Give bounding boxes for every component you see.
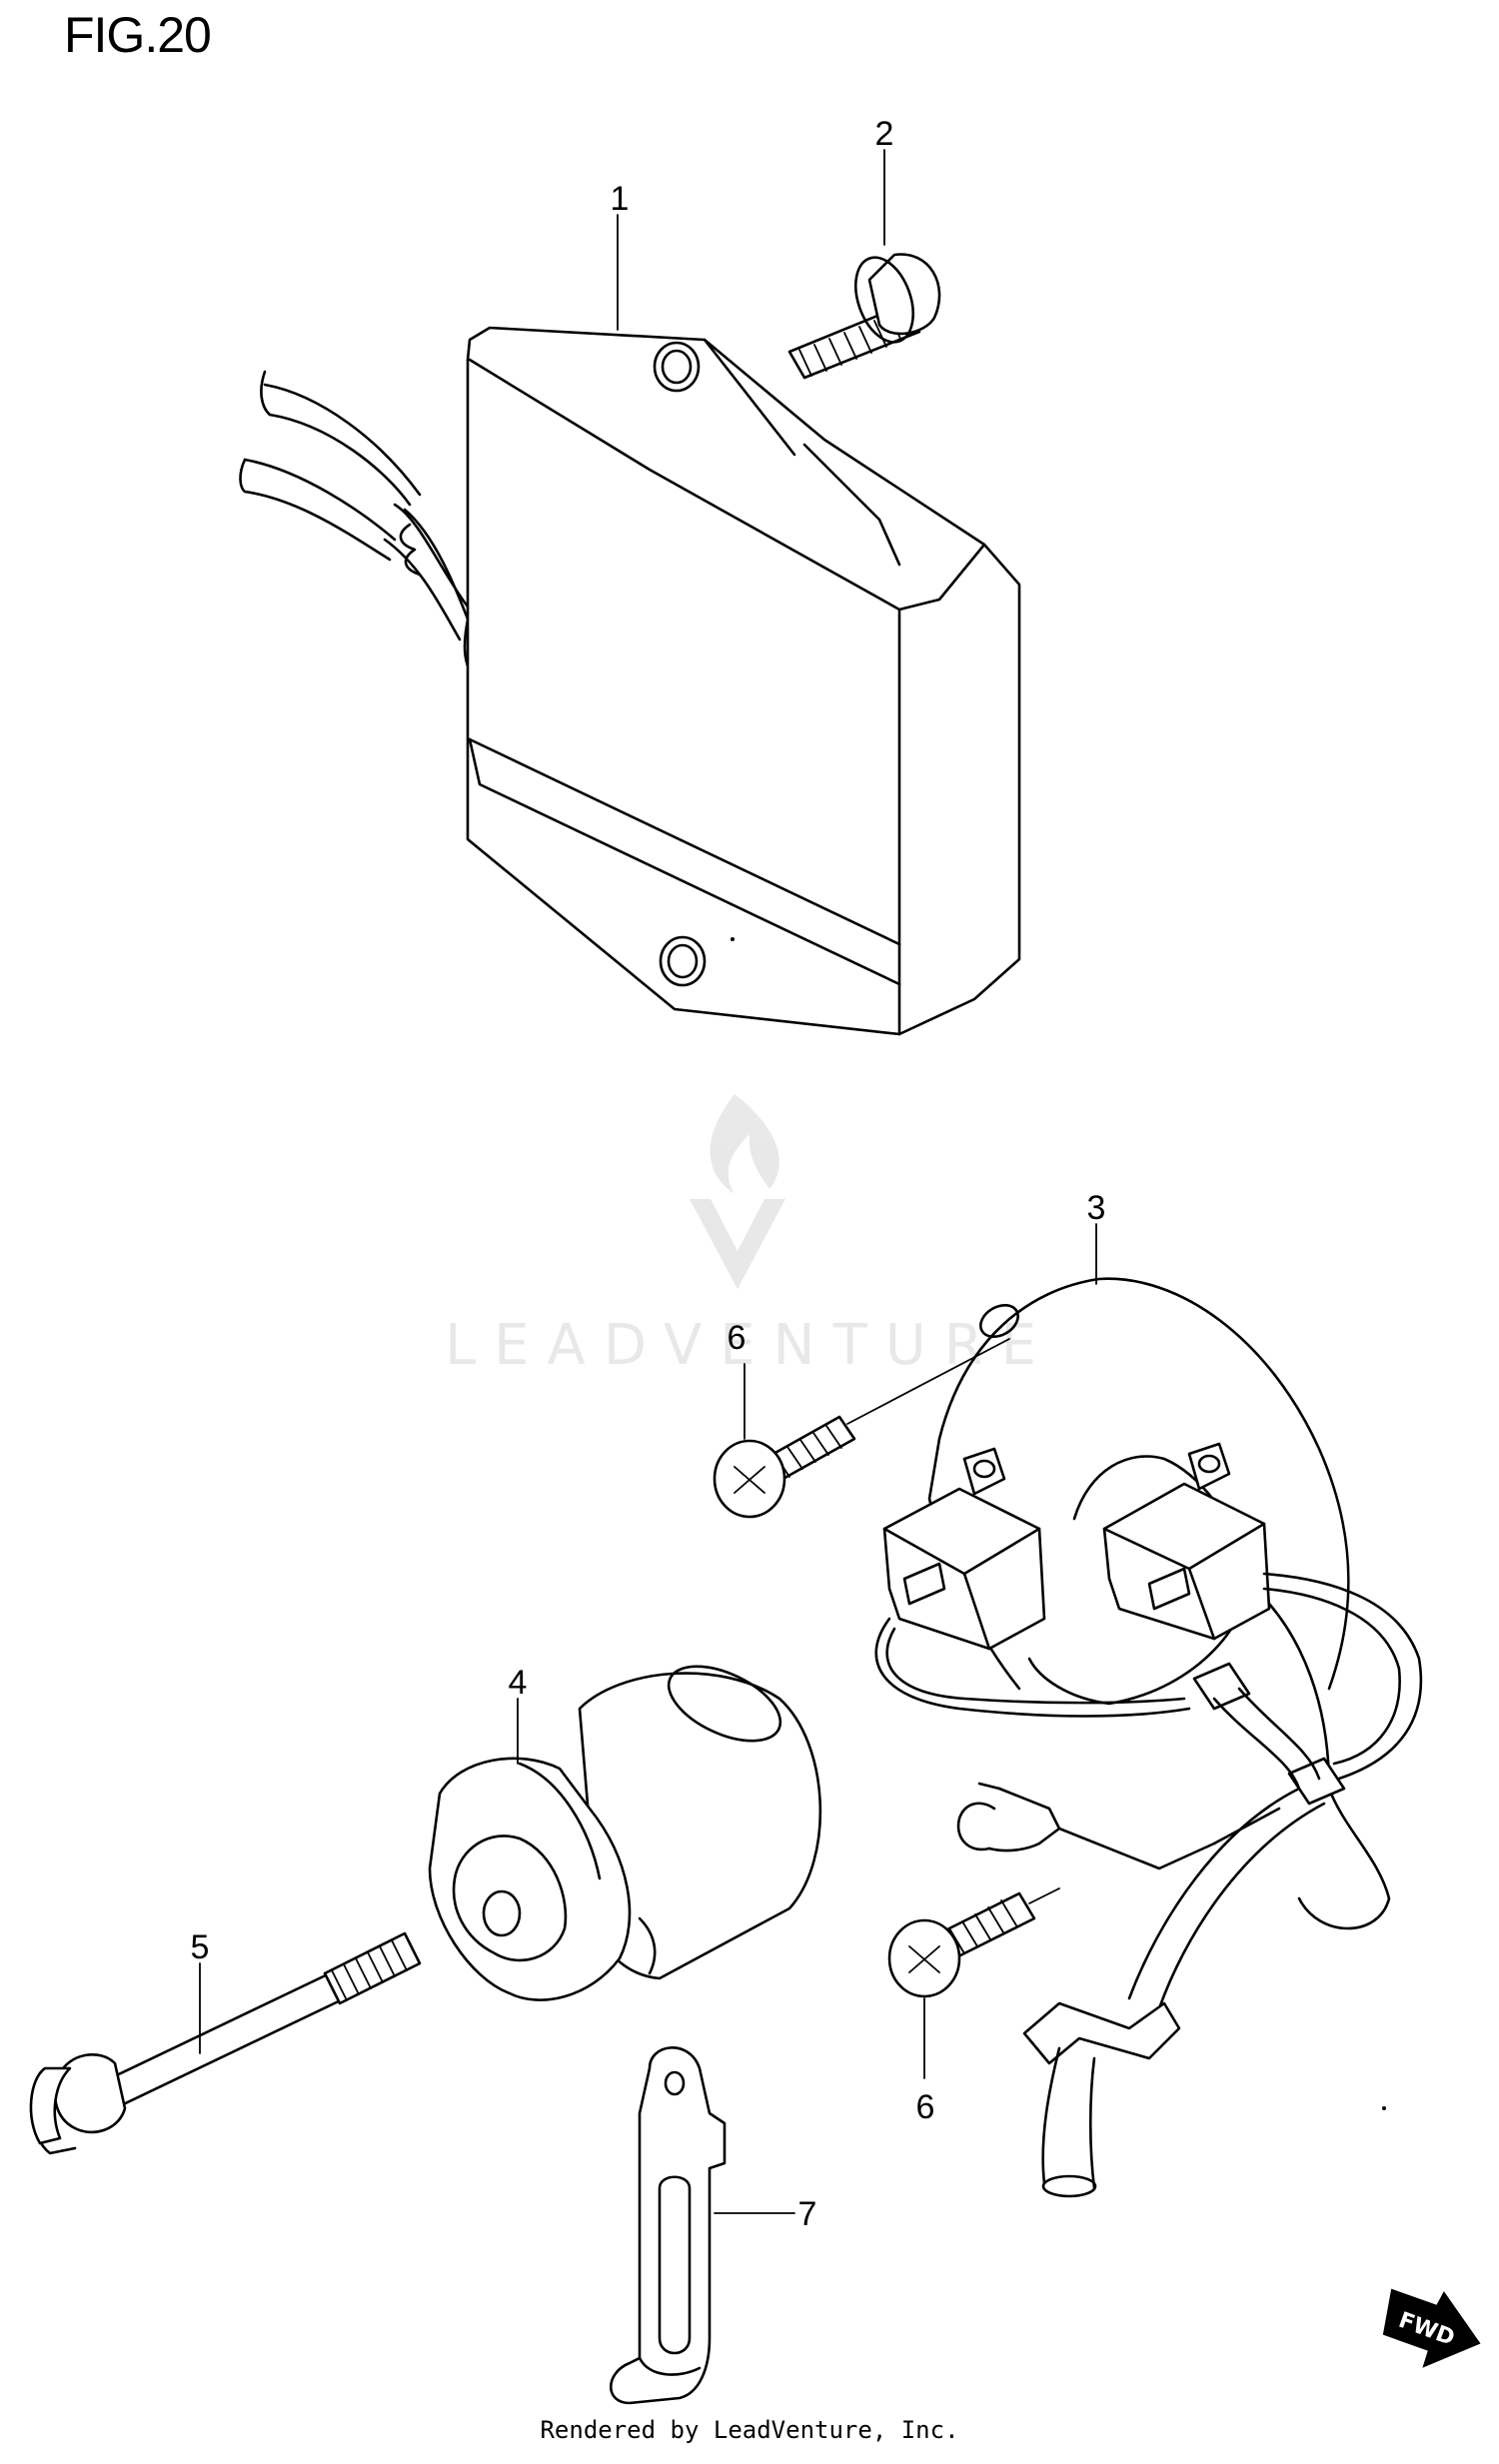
callout-4: 4	[509, 1664, 528, 1702]
callout-3: 3	[1087, 1189, 1106, 1227]
callout-2: 2	[875, 115, 894, 153]
part-5-bolt: 5	[29, 1928, 422, 2155]
fwd-arrow-icon: FWD	[1382, 2288, 1481, 2368]
callout-6-upper: 6	[728, 1319, 747, 1357]
callout-7: 7	[798, 2195, 817, 2233]
part-7-bracket: 7	[609, 2046, 817, 2405]
flame-logo-icon	[690, 1094, 785, 1289]
callout-5: 5	[191, 1928, 210, 1966]
part-3-cdi-unit: 3	[874, 1189, 1423, 2198]
part-1-rectifier: 1	[239, 180, 1021, 1036]
render-credit: Rendered by LeadVenture, Inc.	[540, 2416, 959, 2444]
part-4-condenser: 4	[428, 1664, 822, 2001]
watermark: LEADVENTURE	[445, 1094, 1054, 1378]
watermark-text: LEADVENTURE	[445, 1313, 1054, 1378]
part-6-screw-lower: 6	[887, 1887, 1060, 2126]
callout-1: 1	[611, 180, 630, 218]
part-2-screw: 2	[787, 115, 941, 380]
figure-title: FIG.20	[64, 7, 212, 63]
part-6-screw-upper: 6	[713, 1319, 1010, 1519]
callout-6-lower: 6	[916, 2088, 935, 2126]
